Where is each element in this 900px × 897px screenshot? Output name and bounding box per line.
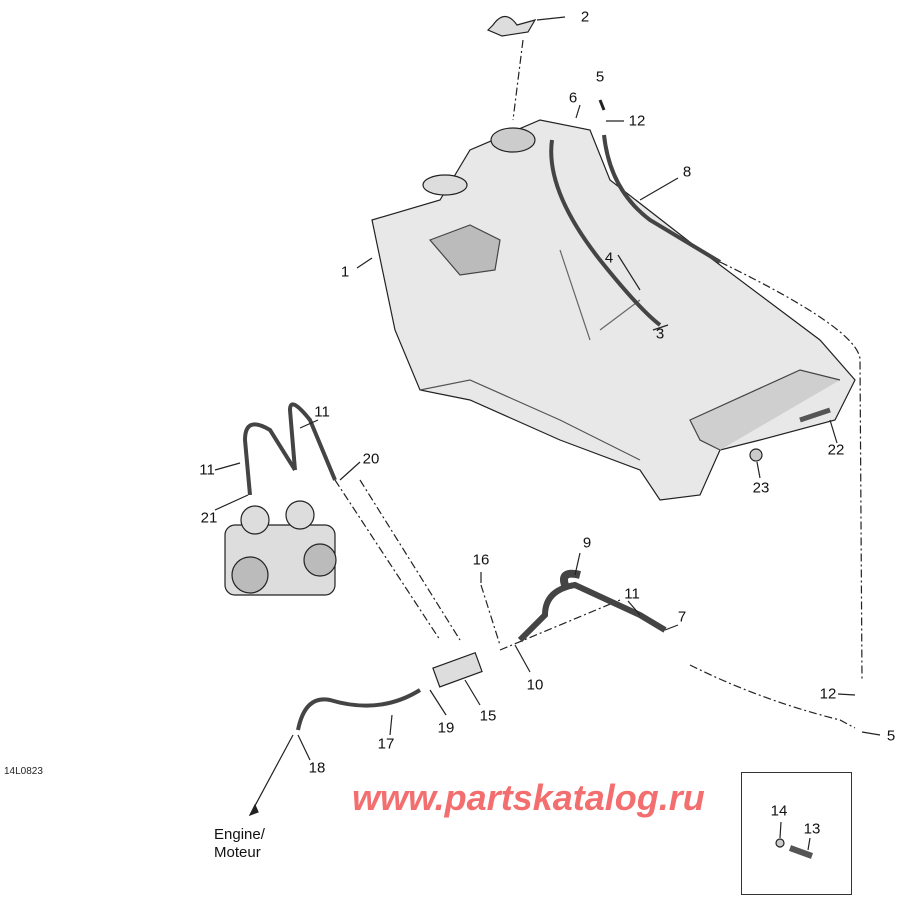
callout-15[interactable]: 15	[479, 707, 497, 725]
watermark: www.partskatalog.ru	[352, 777, 705, 818]
callout-19[interactable]: 19	[437, 719, 455, 737]
callout-1[interactable]: 1	[340, 263, 350, 281]
callout-20[interactable]: 20	[362, 450, 380, 468]
engine-label-line: Moteur	[214, 844, 261, 861]
callout-11[interactable]: 11	[314, 403, 330, 421]
callout-3[interactable]: 3	[655, 325, 665, 343]
engine-label-line: Engine/	[214, 826, 265, 843]
callout-22[interactable]: 22	[827, 441, 845, 459]
callout-11[interactable]: 11	[199, 461, 215, 479]
callout-12[interactable]: 12	[819, 685, 837, 703]
callout-6[interactable]: 6	[568, 89, 578, 107]
fuel-valve	[432, 651, 483, 688]
callout-8[interactable]: 8	[682, 163, 692, 181]
callout-14[interactable]: 14	[770, 802, 788, 820]
callout-18[interactable]: 18	[308, 759, 326, 777]
callout-5[interactable]: 5	[886, 727, 896, 745]
callout-17[interactable]: 17	[377, 735, 395, 753]
callout-10[interactable]: 10	[526, 676, 544, 694]
fuel-cap	[486, 15, 537, 37]
callout-16[interactable]: 16	[472, 551, 490, 569]
engine-direction-label: Engine/ Moteur	[214, 826, 265, 862]
drawing-code: 14L0823	[4, 766, 43, 777]
carburetors	[224, 500, 337, 596]
callout-13[interactable]: 13	[803, 820, 821, 838]
callout-7[interactable]: 7	[677, 608, 687, 626]
callout-5[interactable]: 5	[595, 68, 605, 86]
callout-11[interactable]: 11	[624, 585, 640, 603]
callout-2[interactable]: 2	[580, 8, 590, 26]
callout-21[interactable]: 21	[200, 509, 218, 527]
detail-inset-box	[741, 772, 852, 895]
filler-neck	[490, 127, 536, 153]
callout-12[interactable]: 12	[628, 112, 646, 130]
callout-9[interactable]: 9	[582, 534, 592, 552]
callout-23[interactable]: 23	[752, 479, 770, 497]
callout-4[interactable]: 4	[604, 249, 614, 267]
